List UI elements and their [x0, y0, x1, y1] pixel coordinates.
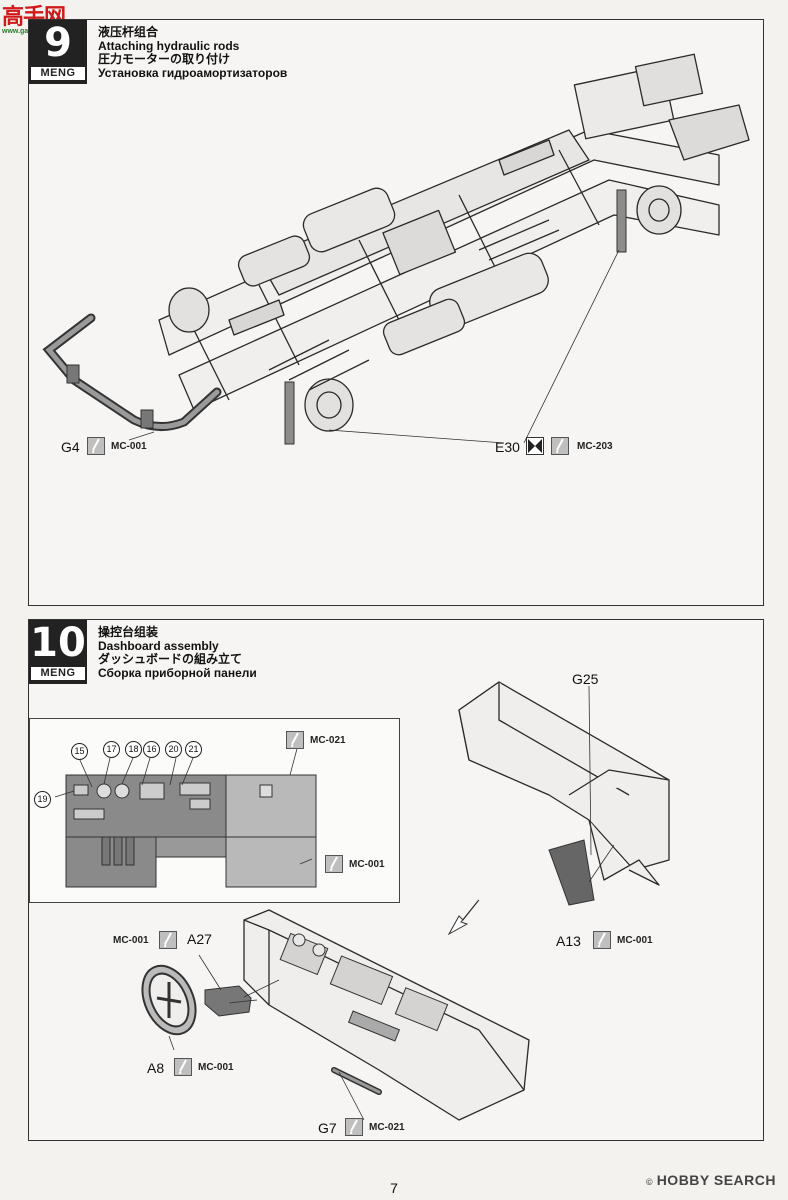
paint-code-a8: MC-001 [198, 1062, 234, 1073]
part-label-e30: E30 [495, 439, 520, 455]
dashboard-front-drawing [54, 744, 317, 888]
decal-number: 20 [165, 741, 182, 758]
paint-code-e30: MC-203 [577, 441, 613, 452]
paintbrush-icon [551, 437, 569, 455]
bow-tie-icon [526, 437, 544, 455]
dashboard-paint-inset: 15 17 18 16 20 21 19 MC-021 MC-001 [29, 718, 400, 903]
step-9-number: 9 [44, 20, 72, 66]
step-9-title-ru: Установка гидроамортизаторов [98, 65, 288, 80]
paintbrush-icon [593, 931, 611, 949]
arrow-down-left-icon [447, 899, 480, 936]
step-10-title-zh: 操控台组装 [98, 625, 159, 639]
paintbrush-icon [87, 437, 105, 455]
step-9-brand: MENG [31, 67, 85, 80]
paint-code-inset-bottom: MC-001 [349, 859, 385, 870]
step-9-title-en: Attaching hydraulic rods [98, 38, 240, 53]
paint-code-inset-top: MC-021 [310, 735, 346, 746]
credit-symbol: © [646, 1177, 653, 1187]
decal-number: 16 [143, 741, 160, 758]
part-label-a13: A13 [556, 933, 581, 949]
decal-number: 21 [185, 741, 202, 758]
part-label-g4: G4 [61, 439, 80, 455]
step-10-titles: 操控台组装 Dashboard assembly ダッシュボードの組み立て Сб… [98, 625, 257, 680]
credit-brand: HOBBY SEARCH [656, 1172, 776, 1188]
step-9-title-ja: 圧力モーターの取り付け [98, 52, 231, 66]
step-10-number: 10 [30, 620, 86, 666]
hobby-search-credit: ©HOBBY SEARCH [646, 1172, 776, 1188]
part-label-g25: G25 [572, 671, 599, 687]
dashboard-assembly-drawing [141, 681, 670, 1121]
paint-code-g7: MC-021 [369, 1122, 405, 1133]
step-9-titles: 液压杆组合 Attaching hydraulic rods 圧力モーターの取り… [98, 25, 288, 80]
part-label-a27: A27 [187, 931, 212, 947]
paint-code-a13: MC-001 [617, 935, 653, 946]
paintbrush-icon [174, 1058, 192, 1076]
paintbrush-icon [286, 731, 304, 749]
step-10-panel: 10 MENG 操控台组装 Dashboard assembly ダッシュボード… [28, 619, 764, 1141]
paint-code-g4: MC-001 [111, 441, 147, 452]
paintbrush-icon [325, 855, 343, 873]
chassis-drawing [42, 53, 750, 445]
decal-number: 17 [103, 741, 120, 758]
paintbrush-icon [345, 1118, 363, 1136]
decal-number: 18 [125, 741, 142, 758]
part-label-g7: G7 [318, 1120, 337, 1136]
step-10-badge: 10 MENG [29, 620, 87, 684]
step-9-badge: 9 MENG [29, 20, 87, 84]
decal-number: 19 [34, 791, 51, 808]
step-10-title-ja: ダッシュボードの組み立て [98, 652, 243, 666]
paint-code-a27: MC-001 [113, 935, 149, 946]
step-10-title-ru: Сборка приборной панели [98, 665, 257, 680]
part-label-a8: A8 [147, 1060, 165, 1076]
decal-number: 15 [71, 743, 88, 760]
page-number: 7 [390, 1180, 398, 1196]
step-9-panel: 9 MENG 液压杆组合 Attaching hydraulic rods 圧力… [28, 19, 764, 606]
paintbrush-icon [159, 931, 177, 949]
step-9-title-zh: 液压杆组合 [98, 25, 159, 39]
step-10-brand: MENG [31, 667, 85, 680]
step-10-title-en: Dashboard assembly [98, 638, 219, 653]
